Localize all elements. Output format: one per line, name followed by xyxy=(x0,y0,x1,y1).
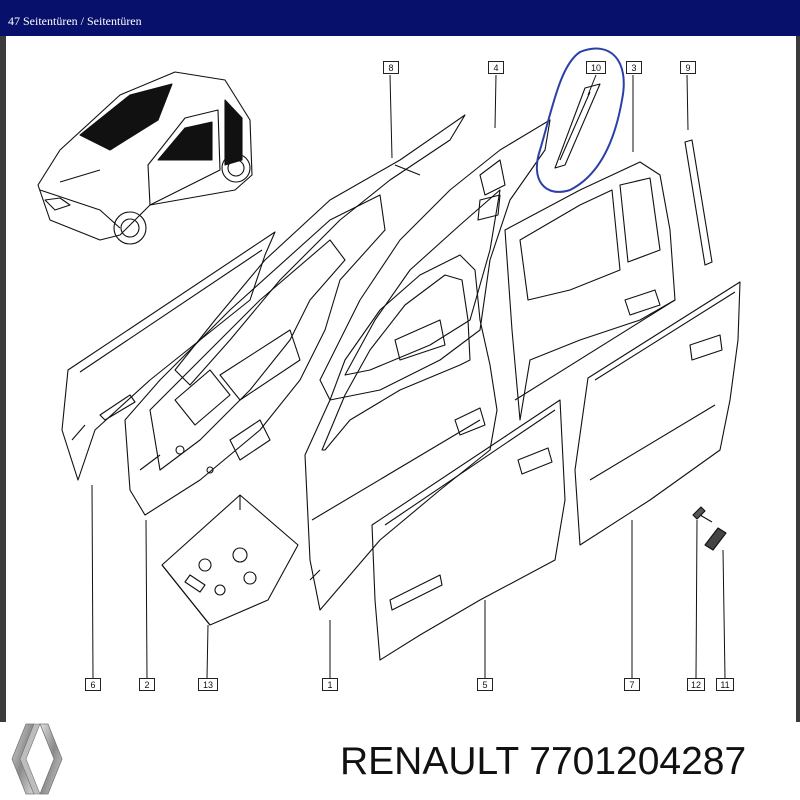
diagram-frame xyxy=(0,36,800,722)
clip-11 xyxy=(704,527,727,551)
highlight-circle xyxy=(535,47,625,193)
renault-logo-icon xyxy=(11,723,63,795)
label-3: 3 xyxy=(626,61,642,74)
label-7: 7 xyxy=(624,678,640,691)
rear-door-skin-7 xyxy=(574,281,741,546)
door-skin-5 xyxy=(371,399,566,661)
label-6: 6 xyxy=(85,678,101,691)
part-number-text: RENAULT 7701204287 xyxy=(340,740,747,783)
label-9: 9 xyxy=(680,61,696,74)
label-11: 11 xyxy=(716,678,734,691)
label-2: 2 xyxy=(139,678,155,691)
label-12: 12 xyxy=(687,678,705,691)
door-panel-6 xyxy=(61,231,276,481)
window-frame-8 xyxy=(174,114,466,386)
label-5: 5 xyxy=(477,678,493,691)
label-1: 1 xyxy=(322,678,338,691)
parts-box-13 xyxy=(161,494,299,626)
car-overview xyxy=(37,71,253,245)
leader-lines xyxy=(91,74,726,679)
rear-door-3 xyxy=(504,161,676,421)
door-inner-4 xyxy=(319,119,551,401)
label-8: 8 xyxy=(383,61,399,74)
door-shell-1 xyxy=(304,254,498,611)
window-title-bar: 47 Seitentüren / Seitentüren xyxy=(0,0,800,36)
trim-strip-9 xyxy=(684,139,713,266)
label-13: 13 xyxy=(198,678,218,691)
door-inner-2 xyxy=(124,194,386,516)
label-10: 10 xyxy=(586,61,606,74)
screw-12 xyxy=(692,506,713,523)
label-4: 4 xyxy=(488,61,504,74)
window-title: 47 Seitentüren / Seitentüren xyxy=(8,14,142,28)
trim-strip-10 xyxy=(554,83,601,169)
